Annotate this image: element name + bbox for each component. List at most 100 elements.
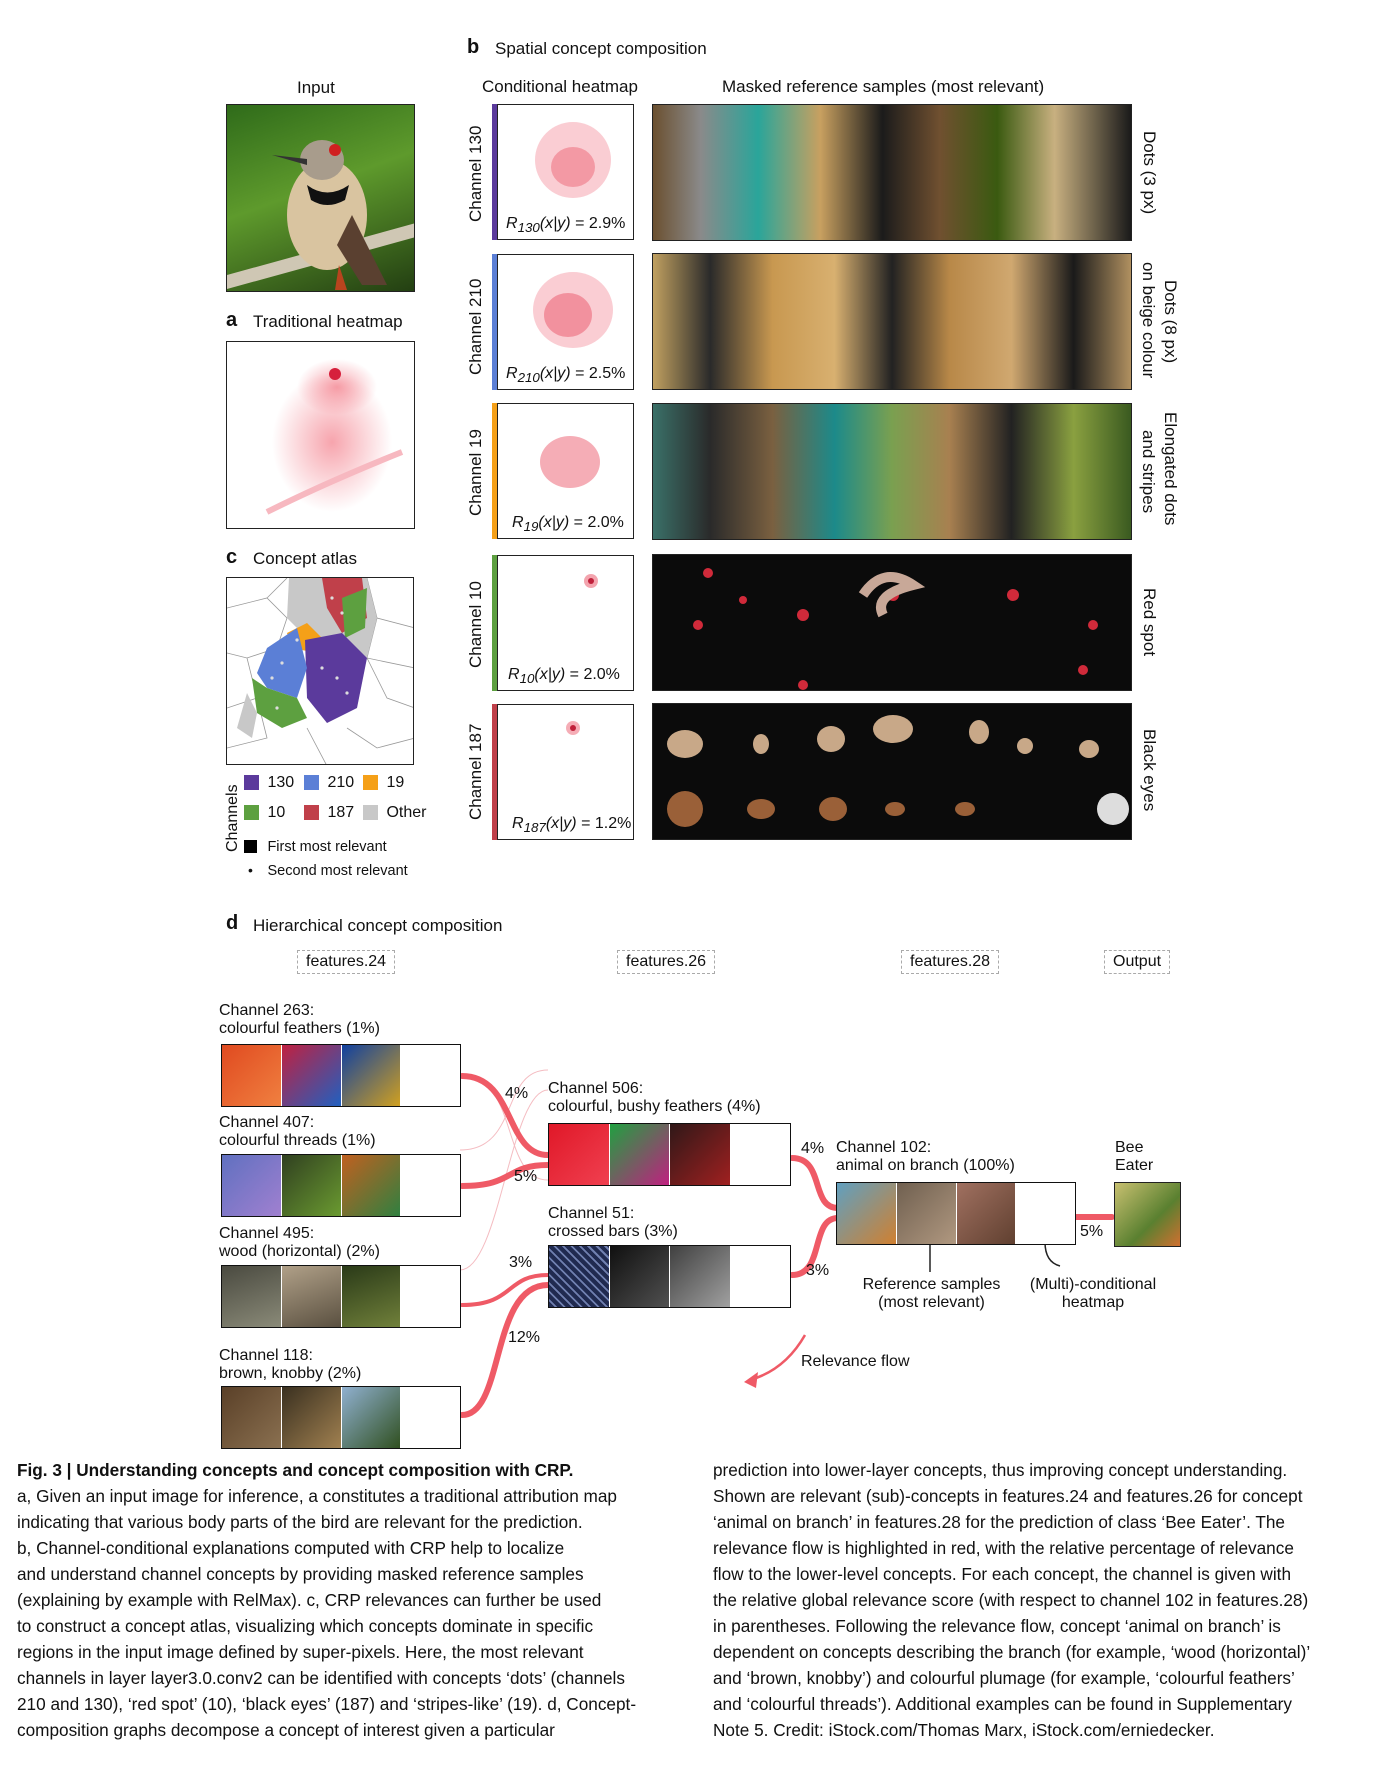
r-sub: 10 [519,671,535,686]
node-51-strip [548,1245,791,1308]
bird-tail [337,215,387,285]
node-51-label: Channel 51:crossed bars (3%) [548,1205,678,1241]
r-val: = 2.0% [565,665,620,683]
legend-swatch [363,805,378,821]
ref-samples-note: Reference samples(most relevant) [854,1276,1009,1312]
node-heatmap [730,1246,790,1307]
row3-relevance: R19(x|y) = 2.0% [512,514,624,534]
flow-506-102 [789,1155,841,1211]
ref-sample [549,1246,610,1307]
node-heatmap [401,1155,460,1216]
panel-d-letter: d [226,912,239,934]
row2-color-bar [492,254,497,390]
node-407-strip [221,1154,461,1217]
ref-sample [670,1124,731,1185]
node-heatmap [401,1045,460,1106]
heat-hotspot [329,368,341,380]
legend-item-210: 210 [304,774,354,792]
node-495-concept: wood (horizontal) (2%) [219,1243,380,1260]
node-118-label: Channel 118:brown, knobby (2%) [219,1347,361,1383]
flow-263-506 [459,1073,551,1158]
ref-sample [609,1246,670,1307]
caption-line: b, Channel-conditional explanations comp… [17,1538,565,1558]
row5-heatmap: R187(x|y) = 1.2% [497,704,634,840]
r-arg: (x|y) [538,513,570,531]
ref-sample [281,1155,342,1216]
ref-sample [896,1183,957,1244]
node-263-strip [221,1044,461,1107]
row1-relevance: R130(x|y) = 2.9% [506,215,625,235]
legend-item-10: 10 [244,804,285,822]
r-symbol: R [506,214,518,232]
r-symbol: R [512,513,524,531]
row4-relevance: R10(x|y) = 2.0% [508,666,620,686]
flow-495-51 [460,1273,550,1307]
caption-line: relevance flow is highlighted in red, wi… [713,1538,1294,1558]
caption-left: Fig. 3 | Understanding concepts and conc… [17,1457,682,1743]
r-sub: 130 [517,220,540,235]
r-val: = 2.5% [570,364,626,382]
legend-first-label: First most relevant [267,839,387,855]
row5-color-bar [492,704,497,840]
pct-output: 5% [1080,1223,1104,1240]
ref-note-l2: (most relevant) [878,1294,985,1311]
output-class-l1: Bee [1115,1139,1144,1156]
heat-note-l1: (Multi)-conditional [1029,1276,1157,1293]
legend-swatch [244,805,259,821]
row4-color-bar [492,555,497,691]
legend-item-other: Other [363,804,426,822]
legend-first: First most relevant [244,838,387,856]
r-arg: (x|y) [539,214,571,232]
node-heatmap [730,1124,790,1185]
row2-relevance: R210(x|y) = 2.5% [506,365,625,385]
row5-samples-drawing [667,715,1129,827]
node-506-concept: colourful, bushy feathers (4%) [548,1098,761,1115]
panel-a-title: Traditional heatmap [253,312,403,331]
caption-line: dependent on concepts describing the bra… [713,1642,1311,1662]
concept-atlas [226,577,414,765]
node-495-strip [221,1265,461,1328]
input-label: Input [297,78,335,97]
bird-red-spot [329,144,341,156]
row3-heatmap-drawing [540,436,600,488]
node-118-strip [221,1386,461,1449]
node-51-concept: crossed bars (3%) [548,1223,678,1240]
legend-label: 187 [327,804,355,821]
r-val: = 2.0% [569,513,624,531]
traditional-heatmap [226,341,415,529]
caption-line: indicating that various body parts of th… [17,1512,583,1532]
legend-second: • Second most relevant [244,862,408,880]
caption-line: channels in layer layer3.0.conv2 can be … [17,1668,625,1688]
ref-sample [837,1183,897,1244]
row4-heatmap-drawing [584,574,598,588]
node-heatmap [401,1387,460,1448]
caption-line: and ‘colourful threads’). Additional exa… [713,1694,1293,1714]
node-heatmap [1016,1183,1075,1244]
node-263-concept: colourful feathers (1%) [219,1020,380,1037]
row4-samples-drawing [693,568,1098,690]
caption-line: regions in the input image defined by su… [17,1642,584,1662]
ref-sample [222,1155,282,1216]
legend-label: Other [386,804,427,821]
caption-right: prediction into lower-layer concepts, th… [713,1457,1373,1743]
legend-swatch [244,775,259,791]
ref-sample [281,1045,342,1106]
node-118-concept: brown, knobby (2%) [219,1365,362,1382]
panel-b-title: Spatial concept composition [495,39,707,58]
row2-heatmap-drawing [533,272,613,348]
col-heatmap-label: Conditional heatmap [482,77,638,96]
ref-sample [341,1387,402,1448]
node-506-channel: Channel 506: [548,1080,644,1097]
node-263-channel: Channel 263: [219,1002,315,1019]
row1-samples [652,104,1132,241]
pct-495: 3% [509,1254,533,1271]
r-symbol: R [506,364,518,382]
row4-heatmap: R10(x|y) = 2.0% [497,555,634,691]
legend-swatch [363,775,378,791]
heat-pointer [1044,1241,1061,1267]
legend-first-swatch [244,840,257,854]
caption-line: Shown are relevant (sub)-concepts in fea… [713,1486,1303,1506]
bird-illustration [227,140,414,290]
caption-line: in parentheses. Following the relevance … [713,1616,1281,1636]
